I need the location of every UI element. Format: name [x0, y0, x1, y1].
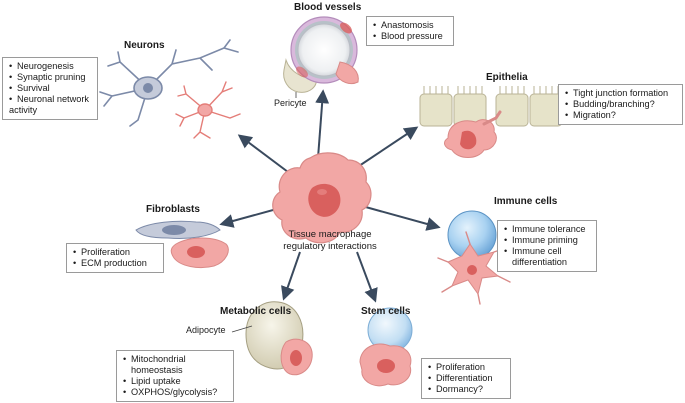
metabolic-cells-box: Mitochondrial homeostasis Lipid uptake O… — [116, 350, 234, 402]
neurons-box: Neurogenesis Synaptic pruning Survival N… — [2, 57, 98, 120]
neuron-icon — [99, 39, 239, 127]
arrow-to-immune-cells — [361, 205, 441, 231]
metabolic-cells-title: Metabolic cells — [220, 306, 292, 317]
fibroblasts-item: ECM production — [73, 258, 157, 269]
blood-vessels-box: Anastomosis Blood pressure — [366, 16, 454, 46]
central-macrophage-icon — [272, 152, 372, 244]
center-label: Tissue macrophage regulatory interaction… — [270, 229, 390, 252]
stem-cells-item: Dormancy? — [428, 384, 504, 395]
immune-cells-item: Immune priming — [504, 235, 590, 246]
stem-cells-title: Stem cells — [361, 306, 411, 317]
stem-cells-item: Proliferation — [428, 362, 504, 373]
arrow-to-stem-cells — [356, 251, 378, 303]
epithelium-icon — [419, 86, 563, 158]
blood-vessel-icon — [283, 16, 359, 98]
neurons-item: Neuronal network — [9, 94, 91, 105]
immune-cells-item: Immune cell — [504, 246, 590, 257]
fibroblast-icon — [135, 220, 229, 269]
blood-vessels-item: Blood pressure — [373, 31, 447, 42]
center-label-line-1: Tissue macrophage — [288, 229, 372, 240]
fibroblasts-item: Proliferation — [73, 247, 157, 258]
immune-cells-item: Immune tolerance — [504, 224, 590, 235]
blood-vessels-item: Anastomosis — [373, 20, 447, 31]
immune-cells-item-continued: differentiation — [512, 257, 567, 267]
stem-cell-icon — [359, 307, 413, 387]
epithelia-title: Epithelia — [486, 72, 528, 83]
neurons-item-continued: activity — [9, 105, 38, 115]
metabolic-item: Lipid uptake — [123, 376, 227, 387]
fibroblasts-box: Proliferation ECM production — [66, 243, 164, 273]
pericyte-label: Pericyte — [274, 98, 307, 108]
neurons-title: Neurons — [124, 40, 165, 51]
neurons-item: Survival — [9, 83, 91, 94]
metabolic-item: Mitochondrial — [123, 354, 227, 365]
stem-cells-item: Differentiation — [428, 373, 504, 384]
epithelia-box: Tight junction formation Budding/branchi… — [558, 84, 683, 125]
epithelia-item: Tight junction formation — [565, 88, 676, 99]
microglia-icon — [175, 81, 241, 139]
fibroblasts-title: Fibroblasts — [146, 204, 200, 215]
immune-cell-icon — [437, 210, 511, 305]
arrow-to-metabolic-cells — [281, 251, 301, 301]
epithelia-item: Migration? — [565, 110, 676, 121]
neurons-item: Synaptic pruning — [9, 72, 91, 83]
center-label-line-2: regulatory interactions — [283, 240, 377, 252]
blood-vessels-title: Blood vessels — [294, 2, 362, 13]
stem-cells-box: Proliferation Differentiation Dormancy? — [421, 358, 511, 399]
adipocyte-icon — [231, 301, 313, 376]
arrow-to-neurons — [237, 134, 293, 176]
epithelia-item: Budding/branching? — [565, 99, 676, 110]
immune-cells-box: Immune tolerance Immune priming Immune c… — [497, 220, 597, 272]
metabolic-item: OXPHOS/glycolysis? — [123, 387, 227, 398]
adipocyte-label: Adipocyte — [186, 325, 226, 335]
arrow-to-blood-vessels — [315, 89, 330, 159]
metabolic-item-continued: homeostasis — [131, 365, 183, 375]
neurons-item: Neurogenesis — [9, 61, 91, 72]
immune-cells-title: Immune cells — [494, 196, 558, 207]
